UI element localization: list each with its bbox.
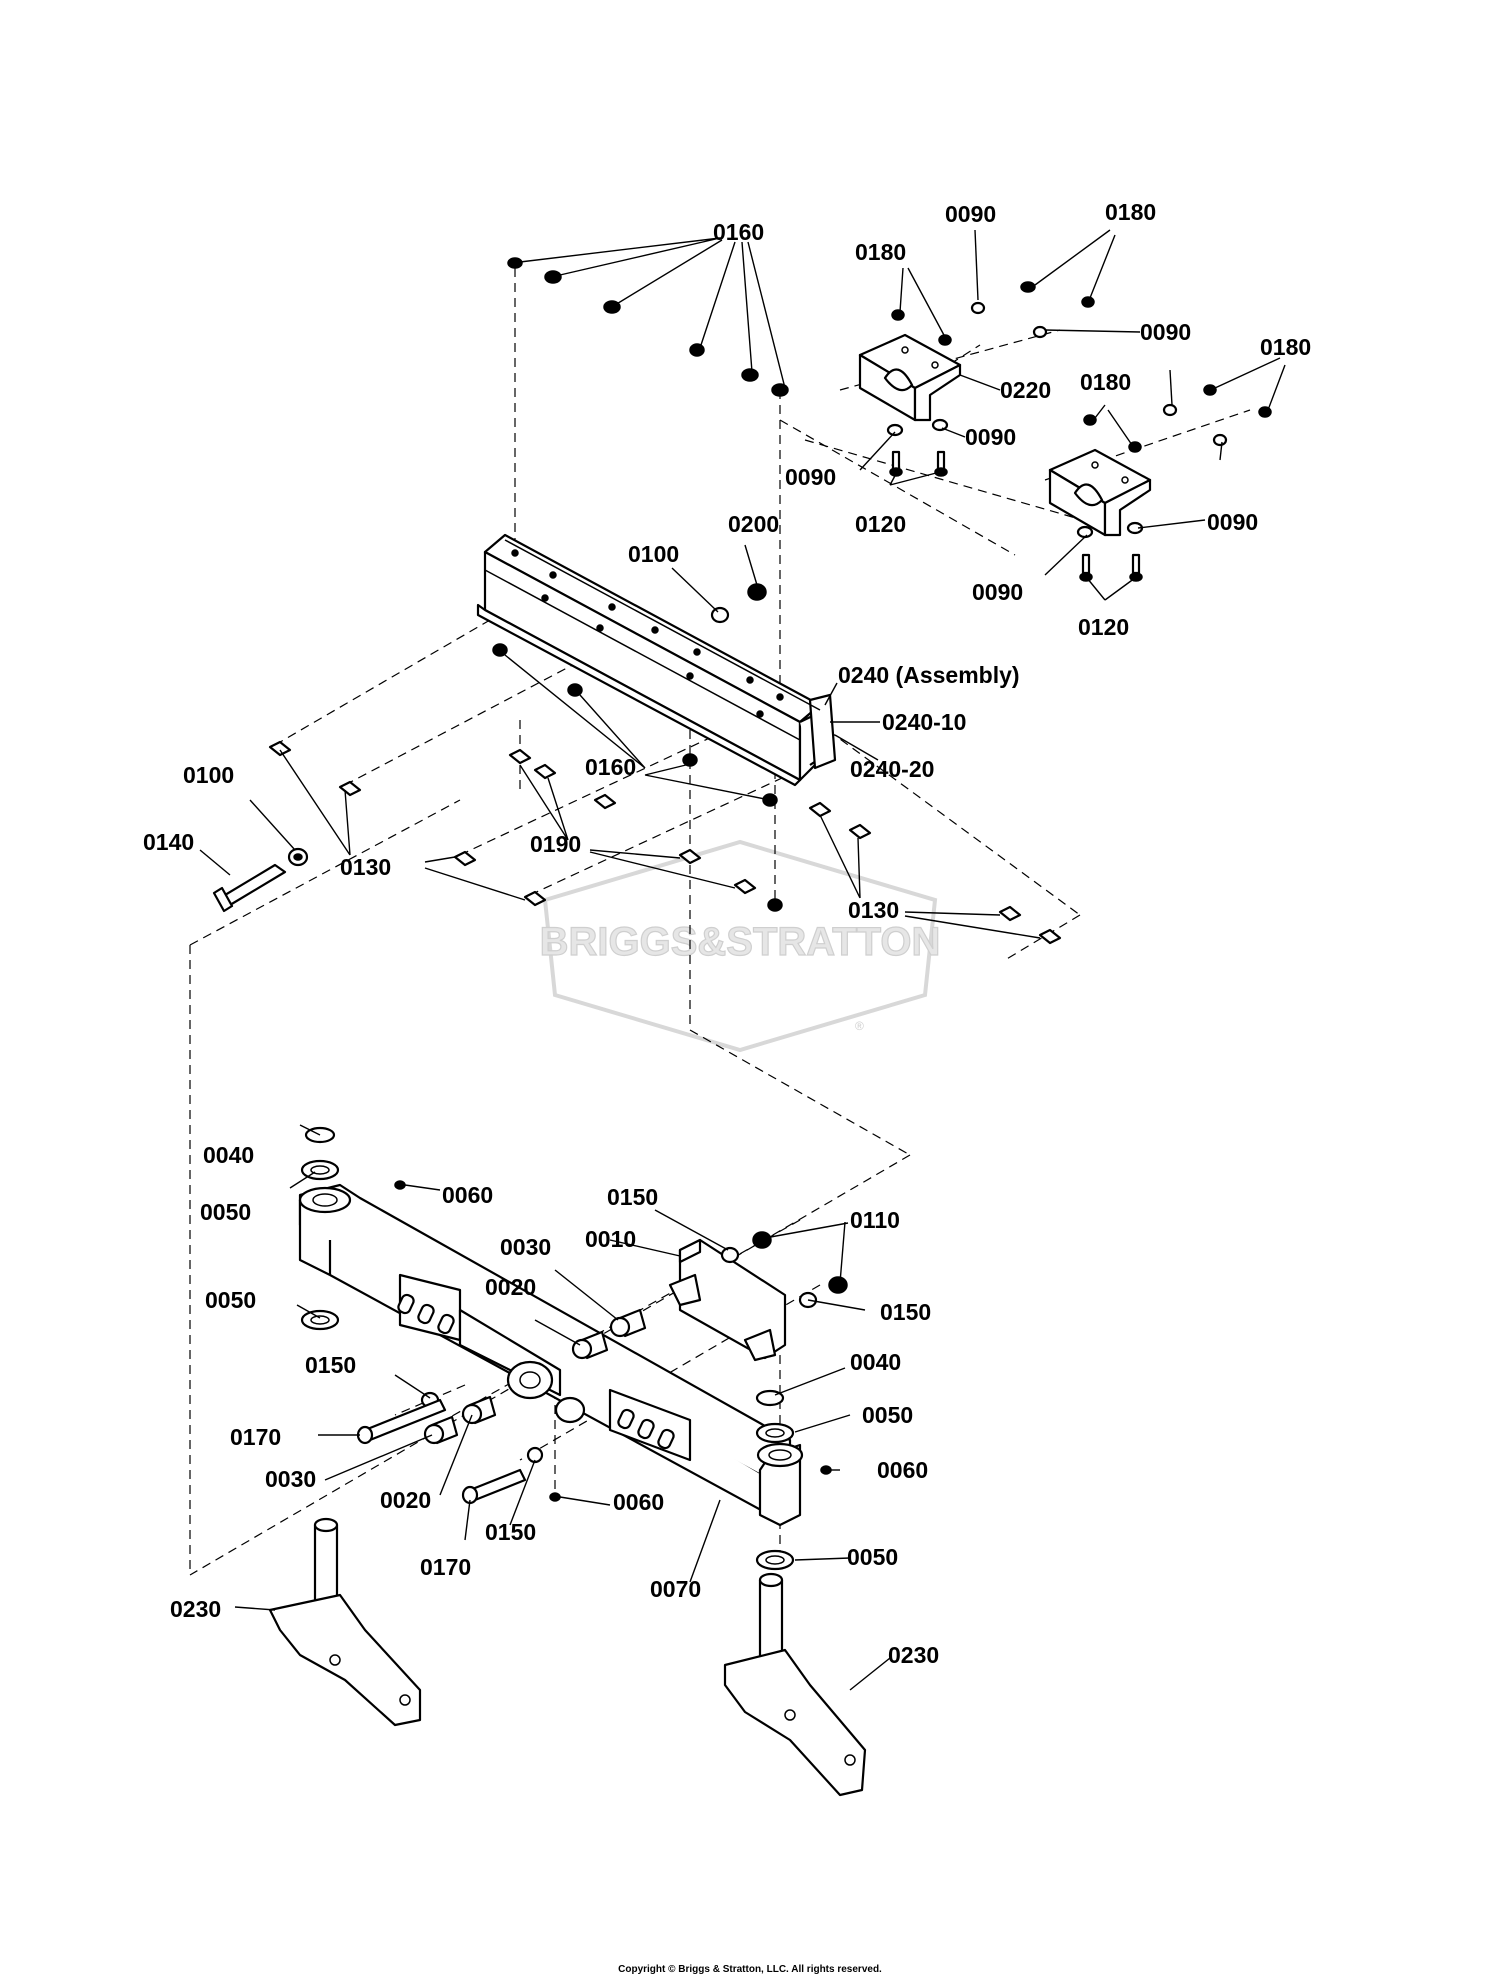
label-0230: 0230 xyxy=(170,1596,221,1622)
label-0150: 0150 xyxy=(305,1352,356,1378)
label-0020: 0020 xyxy=(380,1487,431,1513)
label-0090: 0090 xyxy=(1140,319,1191,345)
label-0160: 0160 xyxy=(713,219,764,245)
label-0120: 0120 xyxy=(855,511,906,537)
label-0230: 0230 xyxy=(888,1642,939,1668)
copyright-notice: Copyright © Briggs & Stratton, LLC. All … xyxy=(618,1964,882,1975)
front-axle xyxy=(298,1183,804,1527)
label-0240-10: 0240-10 xyxy=(882,709,966,735)
clamp-bracket-right xyxy=(1048,448,1152,537)
axle-hardware xyxy=(300,1126,848,1571)
label-0180: 0180 xyxy=(1260,334,1311,360)
label-0130: 0130 xyxy=(848,897,899,923)
label-0030: 0030 xyxy=(500,1234,551,1260)
label-0050: 0050 xyxy=(862,1402,913,1428)
label-0040: 0040 xyxy=(203,1142,254,1168)
label-0150: 0150 xyxy=(485,1519,536,1545)
label-0170: 0170 xyxy=(420,1554,471,1580)
label-0190: 0190 xyxy=(530,831,581,857)
channel-assembly xyxy=(476,533,837,807)
label-0070: 0070 xyxy=(650,1576,701,1602)
clamp-bracket-left xyxy=(858,333,962,422)
label-0090: 0090 xyxy=(1207,509,1258,535)
label-0060: 0060 xyxy=(442,1182,493,1208)
label-0050: 0050 xyxy=(847,1544,898,1570)
axle-slots xyxy=(397,1293,675,1450)
label-0240-20: 0240-20 xyxy=(850,756,934,782)
label-0180: 0180 xyxy=(1080,369,1131,395)
label-0060: 0060 xyxy=(877,1457,928,1483)
label-0110: 0110 xyxy=(850,1207,900,1233)
label-0090: 0090 xyxy=(972,579,1023,605)
pivot-bracket xyxy=(668,1238,787,1362)
alignment-lines xyxy=(189,268,1251,1576)
mid-hardware xyxy=(212,740,1062,945)
label-0100: 0100 xyxy=(628,541,679,567)
label-0050: 0050 xyxy=(205,1287,256,1313)
label-0030: 0030 xyxy=(265,1466,316,1492)
label-0100: 0100 xyxy=(183,762,234,788)
leader-lines xyxy=(199,229,1286,1691)
spindle-left xyxy=(268,1517,422,1727)
watermark-text: BRIGGS&STRATTON xyxy=(540,920,941,964)
clamp-hardware xyxy=(886,281,1272,582)
label-0040: 0040 xyxy=(850,1349,901,1375)
label-0160: 0160 xyxy=(585,754,636,780)
label-0180: 0180 xyxy=(1105,199,1156,225)
channel-holes xyxy=(511,549,784,718)
label-0220: 0220 xyxy=(1000,377,1051,403)
label-0090: 0090 xyxy=(785,464,836,490)
lock-nut-group-top xyxy=(507,257,789,397)
watermark-registered: ® xyxy=(855,1019,864,1033)
spindle-right xyxy=(723,1572,867,1797)
label-0130: 0130 xyxy=(340,854,391,880)
label-0240-assembly: 0240 (Assembly) xyxy=(838,662,1020,688)
label-0200: 0200 xyxy=(728,511,779,537)
label-0050: 0050 xyxy=(200,1199,251,1225)
label-0010: 0010 xyxy=(585,1226,636,1252)
label-0150: 0150 xyxy=(607,1184,658,1210)
label-0180: 0180 xyxy=(855,239,906,265)
label-0140: 0140 xyxy=(143,829,194,855)
label-0170: 0170 xyxy=(230,1424,281,1450)
label-0090: 0090 xyxy=(945,201,996,227)
label-0020: 0020 xyxy=(485,1274,536,1300)
brand-watermark: BRIGGS&STRATTON ® xyxy=(539,839,941,1053)
callout-labels: 0160 0090 0180 0180 0090 0180 0180 0220 … xyxy=(143,199,1311,1668)
label-0150: 0150 xyxy=(880,1299,931,1325)
label-0120: 0120 xyxy=(1078,614,1129,640)
label-0060: 0060 xyxy=(613,1489,664,1515)
label-0090: 0090 xyxy=(965,424,1016,450)
